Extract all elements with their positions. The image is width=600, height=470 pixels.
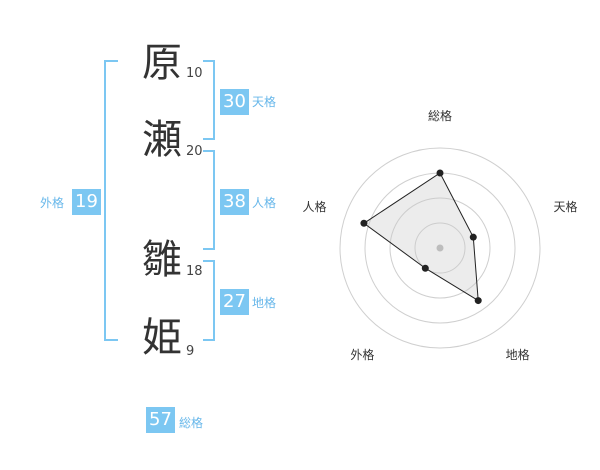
radar-area [363,172,479,302]
radar-ring [414,222,466,274]
radar-ring [339,147,541,349]
chikaku-label: 地格 [252,296,277,310]
jinkaku-value: 38 [220,189,249,215]
tenkaku-label: 天格 [252,95,277,109]
stroke-count-3: 18 [186,264,203,279]
radar-point-5 [360,219,368,227]
soukaku-label: 総格 [179,416,204,430]
radar-axis-label: 総格 [428,110,452,123]
kanji-char-1: 原 [142,40,182,86]
kanji-char-2: 瀬 [142,117,182,163]
soukaku-value: 57 [146,407,175,433]
chikaku-value: 27 [220,289,249,315]
stroke-count-2: 20 [186,144,203,159]
radar-point-3 [474,297,482,305]
kanji-char-3: 雛 [142,237,182,283]
radar-ring [389,197,491,299]
tenkaku-bracket [203,60,215,140]
chikaku-bracket [203,260,215,341]
stroke-count-1: 10 [186,66,203,81]
jinkaku-bracket [203,150,215,250]
gaikaku-label: 外格 [40,196,65,210]
radar-point-2 [469,233,477,241]
radar-axis-label: 外格 [350,347,374,362]
radar-center-dot [436,244,444,252]
gaikaku-value: 19 [72,189,101,215]
radar-axis-label: 天格 [554,199,578,214]
stroke-count-4: 9 [186,344,195,359]
tenkaku-value: 30 [220,89,249,115]
kanji-char-4: 姫 [142,315,182,361]
radar-point-4 [421,264,429,272]
radar-axis-label: 地格 [506,347,530,362]
radar-axis-label: 人格 [302,199,326,214]
gaikaku-bracket [104,60,118,341]
radar-point-1 [436,169,444,177]
jinkaku-label: 人格 [252,196,277,210]
